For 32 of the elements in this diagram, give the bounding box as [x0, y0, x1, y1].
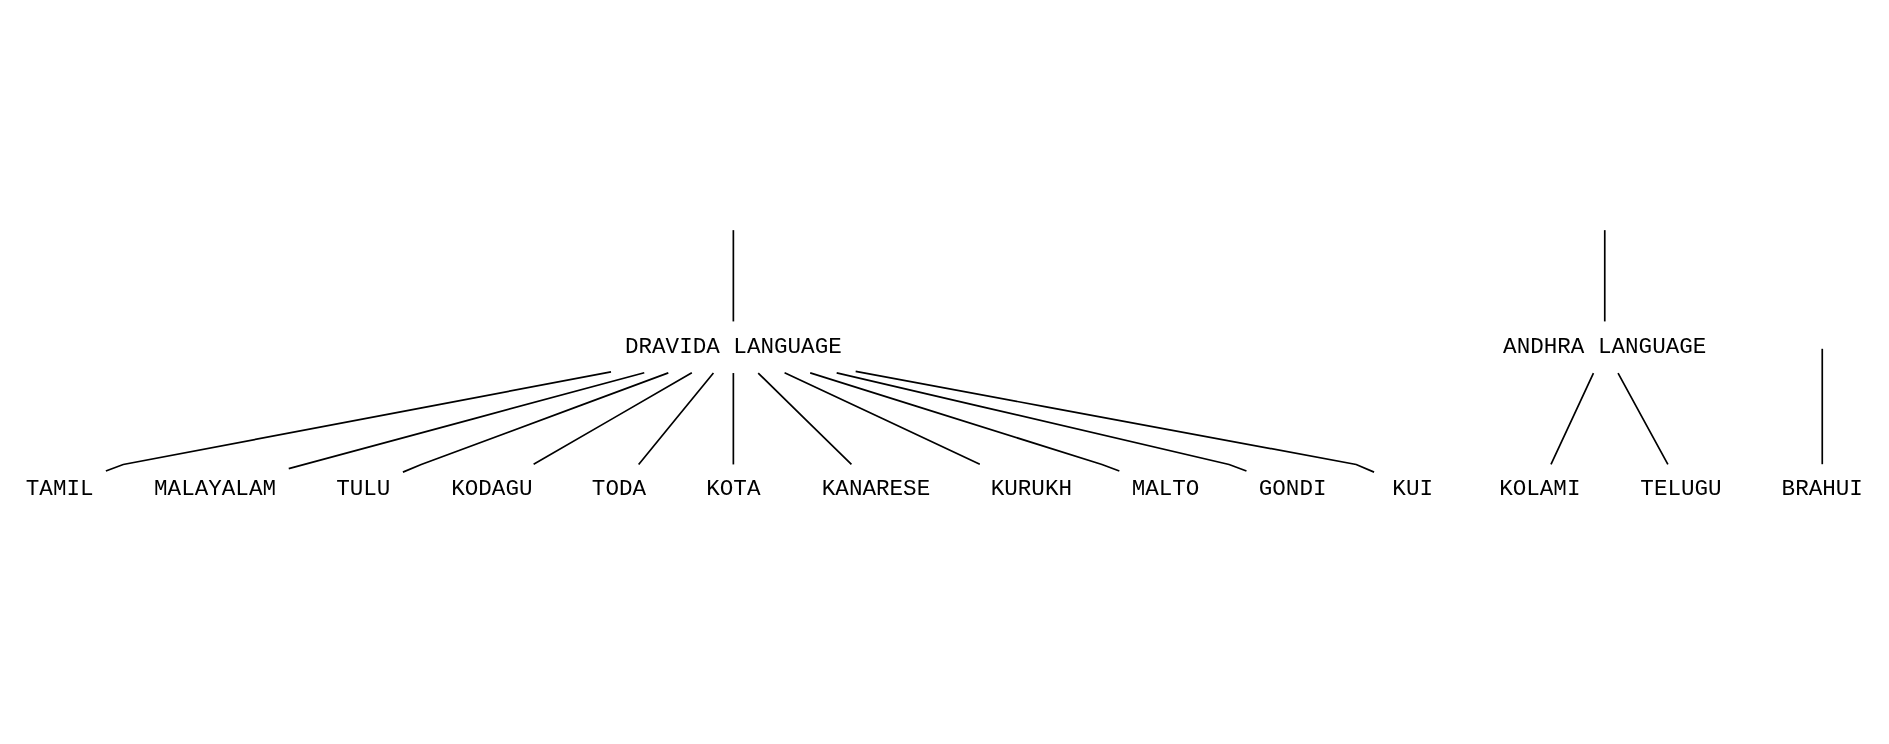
- node-text: TELUGU: [1640, 476, 1722, 503]
- connector: [287, 371, 646, 470]
- node-text: KANARESE: [821, 476, 931, 503]
- connector: [1821, 347, 1824, 466]
- connector: [105, 371, 612, 472]
- connector: [783, 371, 981, 466]
- connector: [854, 370, 1375, 473]
- node-text: MALAYALAM: [154, 476, 277, 503]
- node-text: KOTA: [706, 476, 761, 503]
- node-text: KODAGU: [451, 476, 533, 503]
- node-text: KURUKH: [990, 476, 1073, 503]
- connector: [637, 372, 715, 466]
- node-text: BRAHUI: [1781, 476, 1863, 503]
- connector: [532, 371, 693, 466]
- connector: [1603, 229, 1606, 323]
- connector: [402, 372, 670, 473]
- connector: [1550, 372, 1595, 466]
- connector: [732, 229, 735, 323]
- node-text: KUI: [1392, 476, 1434, 503]
- connector: [809, 372, 1121, 472]
- connector: [757, 372, 853, 466]
- node-text: MALTO: [1131, 476, 1200, 503]
- connector: [732, 372, 735, 466]
- connector: [1617, 372, 1669, 466]
- node-text: ANDHRA LANGUAGE: [1503, 333, 1707, 360]
- node-text: KOLAMI: [1499, 476, 1581, 503]
- node-text: GONDI: [1258, 476, 1327, 503]
- node-text: TAMIL: [25, 476, 94, 503]
- node-text: TULU: [336, 476, 391, 503]
- node-text: TODA: [591, 476, 647, 503]
- connector: [835, 372, 1248, 472]
- node-text: DRAVIDA LANGUAGE: [624, 333, 842, 360]
